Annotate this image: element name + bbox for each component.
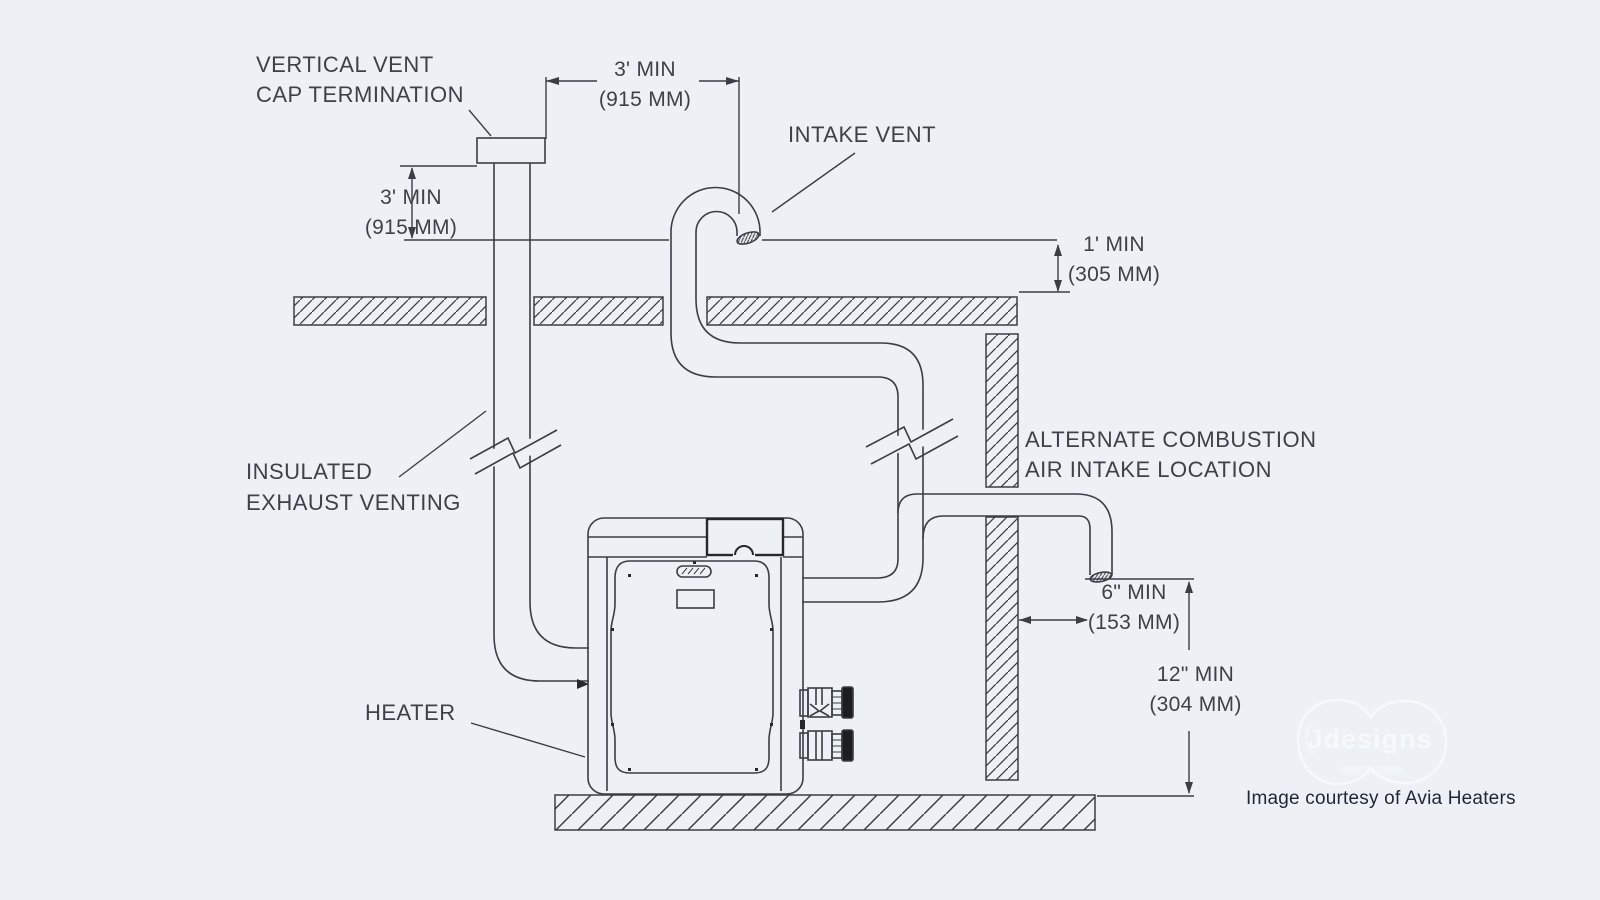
dim-ground-metric: (304 MM): [1149, 693, 1242, 716]
heater-drawing: [587, 517, 854, 795]
dim-vent-top-metric: (915 MM): [598, 88, 692, 111]
intake-vent-label: INTAKE VENT: [788, 122, 937, 147]
insulated-exhaust-leader: [398, 410, 487, 478]
screw-dots: [611, 561, 773, 771]
intake-mouth: [736, 231, 760, 245]
dim-intake-above-roof: 1' MIN (305 MM): [1040, 230, 1188, 290]
leader-lines: [398, 109, 856, 758]
heater-leader: [470, 722, 586, 758]
dim-wall-metric: (153 MM): [1087, 611, 1181, 634]
dim-vent-top-value: 3' MIN: [614, 58, 676, 81]
dim-ground-value: 12" MIN: [1156, 663, 1235, 686]
exhaust-connection-arrow: [577, 679, 589, 689]
dim-vent-left: 3' MIN (915 MM): [330, 183, 492, 243]
heater-louver: [676, 565, 712, 578]
intake-vent-pipe: [670, 186, 1113, 603]
heater-label: HEATER: [365, 700, 456, 725]
roof-ceiling-hatched: [293, 296, 1018, 326]
watermark-text: Jdesigns: [1307, 724, 1433, 754]
heater-label-plate: [676, 589, 715, 609]
water-fittings: [799, 686, 854, 762]
vent-cap: [476, 137, 546, 164]
dim-wall-value: 6" MIN: [1101, 581, 1167, 604]
heater-door-panel: [610, 560, 774, 774]
dim-vent-left-metric: (915 MM): [364, 216, 458, 239]
vent-cap-leader: [468, 109, 492, 137]
insulated-exhaust-label: INSULATED EXHAUST VENTING: [246, 459, 461, 515]
wall-hatched: [985, 333, 1019, 781]
exhaust-vent-pipe: [468, 137, 589, 689]
pipe-break-symbol: [468, 429, 562, 475]
dimension-annotations: [400, 77, 1194, 797]
dim-roof-value: 1' MIN: [1083, 233, 1145, 256]
watermark-logo: [1296, 698, 1448, 786]
dim-roof-metric: (305 MM): [1067, 263, 1161, 286]
dim-intake-from-wall: 6" MIN (153 MM): [1058, 578, 1210, 638]
vent-cap-label: VERTICAL VENT CAP TERMINATION: [256, 52, 464, 107]
pipe-break-symbol: [864, 418, 959, 465]
dim-vent-left-value: 3' MIN: [380, 186, 442, 209]
heater-top-panel: [705, 517, 785, 557]
alternate-intake-label: ALTERNATE COMBUSTION AIR INTAKE LOCATION: [1025, 427, 1317, 482]
dim-intake-above-ground: 12" MIN (304 MM): [1118, 660, 1273, 720]
floor-hatched: [554, 794, 1096, 831]
image-credit-caption: Image courtesy of Avia Heaters: [1246, 788, 1516, 809]
dim-vent-top: 3' MIN (915 MM): [555, 55, 735, 115]
intake-vent-leader: [771, 152, 856, 213]
